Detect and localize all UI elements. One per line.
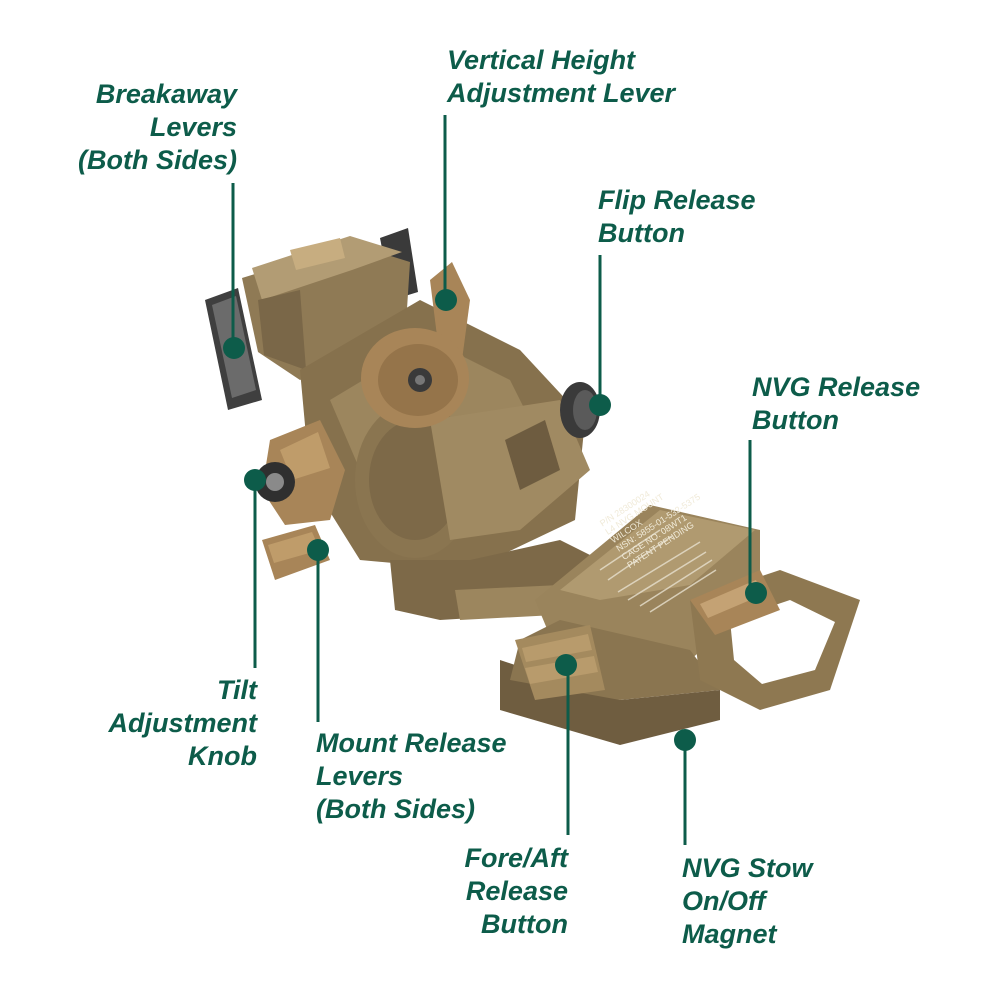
vertical-adjust-knob [361,262,470,428]
label-line: Magnet [682,919,777,949]
label-tilt-adjustment-knob: Tilt Adjustment Knob [109,674,258,773]
mount-release-lever [262,525,330,580]
dot-tilt [244,469,266,491]
label-flip-release-button: Flip Release Button [598,184,756,250]
label-line: Adjustment [108,708,258,738]
label-line: NVG Release [752,372,921,402]
label-line: Button [752,405,839,435]
label-line: NVG Stow [682,853,813,883]
label-line: Adjustment Lever [447,78,676,108]
label-line: Levers [149,112,237,142]
label-line: Mount Release [316,728,507,758]
dot-breakaway [223,337,245,359]
label-line: Breakaway [95,79,237,109]
label-line: Button [598,218,685,248]
dot-nvg-release [745,582,767,604]
dot-fore-aft [555,654,577,676]
label-line: Knob [188,741,257,771]
label-nvg-release-button: NVG Release Button [752,371,920,437]
label-line: Flip Release [598,185,756,215]
dot-vertical [435,289,457,311]
label-nvg-stow-magnet: NVG Stow On/Off Magnet [682,852,813,951]
dot-flip [589,394,611,416]
label-line: Tilt [217,675,257,705]
engraving-text-lines [599,529,717,613]
label-line: Levers [316,761,404,791]
dot-mount-release [307,539,329,561]
label-breakaway-levers: Breakaway Levers (Both Sides) [78,78,237,177]
label-line: On/Off [682,886,766,916]
label-vertical-height-lever: Vertical Height Adjustment Lever [447,44,675,110]
label-line: Button [481,909,568,939]
label-fore-aft-release-button: Fore/Aft Release Button [465,842,569,941]
label-line: Fore/Aft [464,843,569,873]
label-line: (Both Sides) [78,145,237,175]
dot-stow [674,729,696,751]
label-line: Release [465,876,568,906]
label-line: (Both Sides) [316,794,475,824]
label-mount-release-levers: Mount Release Levers (Both Sides) [316,727,507,826]
tilt-knob [255,420,345,525]
label-line: Vertical Height [447,45,636,75]
